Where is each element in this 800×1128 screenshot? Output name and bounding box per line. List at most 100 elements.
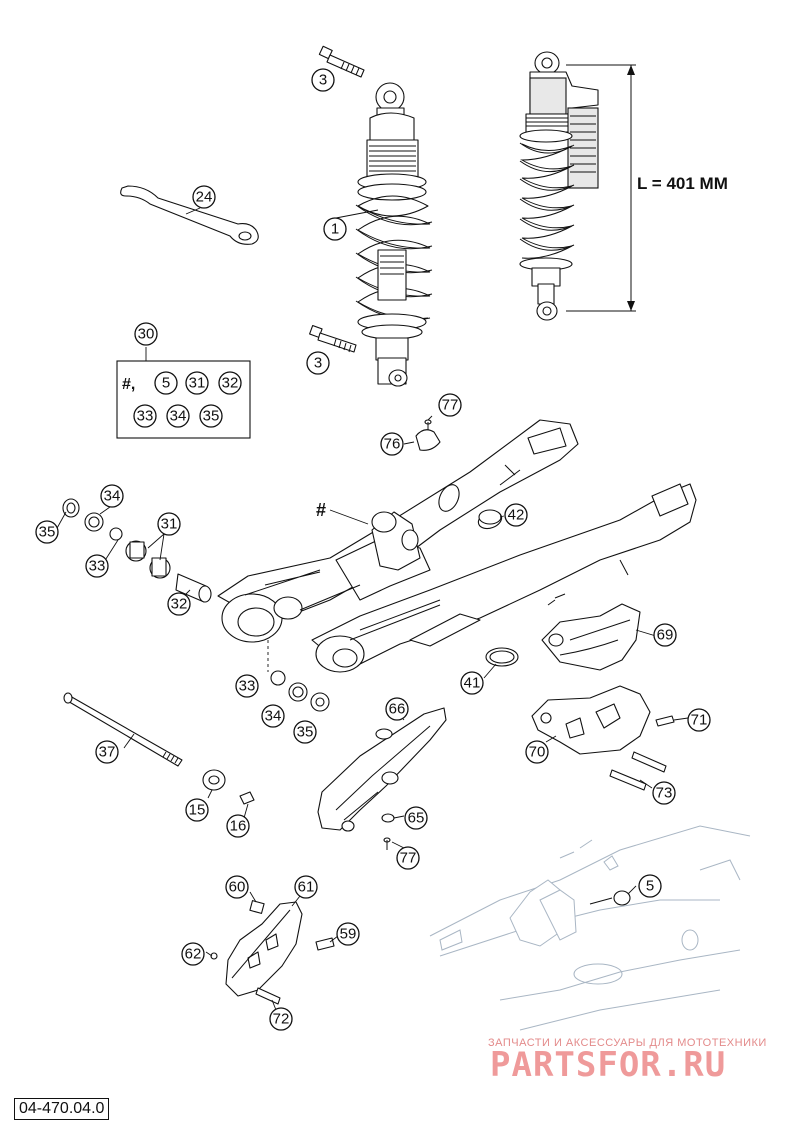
svg-text:60: 60 xyxy=(229,879,246,896)
callout-32: 32 xyxy=(167,592,191,616)
kit-item-31: 31 xyxy=(185,371,209,395)
callout-71: 71 xyxy=(687,708,711,732)
callout-30: 30 xyxy=(134,322,158,346)
svg-text:77: 77 xyxy=(442,397,459,414)
svg-text:24: 24 xyxy=(196,189,213,206)
chain-guide-61 xyxy=(210,900,335,1005)
callout-76: 76 xyxy=(380,432,404,456)
shock-absorber xyxy=(309,45,433,387)
callout-35-left: 35 xyxy=(35,520,59,544)
svg-text:42: 42 xyxy=(508,507,525,524)
callout-34-top: 34 xyxy=(100,484,124,508)
callout-66: 66 xyxy=(385,697,409,721)
watermark-tagline: ЗАПЧАСТИ И АКСЕССУАРЫ ДЛЯ МОТОТЕХНИКИ xyxy=(488,1037,767,1049)
svg-text:15: 15 xyxy=(189,802,206,819)
svg-text:16: 16 xyxy=(230,818,247,835)
svg-text:5: 5 xyxy=(162,375,170,392)
bolts-71-73 xyxy=(609,715,675,791)
kit-item-32: 32 xyxy=(218,371,242,395)
svg-text:3: 3 xyxy=(319,72,327,89)
svg-text:59: 59 xyxy=(340,926,357,943)
callout-15: 15 xyxy=(185,798,209,822)
kit-item-5: 5 xyxy=(154,371,178,395)
kit-item-34: 34 xyxy=(166,404,190,428)
callout-77-top: 77 xyxy=(438,393,462,417)
callout-73: 73 xyxy=(652,781,676,805)
callout-35-mid: 35 xyxy=(293,720,317,744)
swingarm-axle-37 xyxy=(63,692,183,767)
ring-42 xyxy=(478,509,502,525)
chain-guide-69 xyxy=(541,603,641,671)
svg-text:65: 65 xyxy=(408,810,425,827)
length-dimension-label: L = 401 MM xyxy=(637,174,728,193)
callout-24: 24 xyxy=(192,185,216,209)
svg-text:35: 35 xyxy=(39,524,56,541)
svg-text:34: 34 xyxy=(104,488,121,505)
callout-62: 62 xyxy=(181,942,205,966)
callout-34-mid: 34 xyxy=(261,704,285,728)
svg-text:33: 33 xyxy=(239,678,256,695)
svg-text:33: 33 xyxy=(89,558,106,575)
svg-text:72: 72 xyxy=(273,1011,290,1028)
svg-text:34: 34 xyxy=(170,408,187,425)
callout-42: 42 xyxy=(504,503,528,527)
watermark: ЗАПЧАСТИ И АКСЕССУАРЫ ДЛЯ МОТОТЕХНИКИ PA… xyxy=(488,1037,767,1085)
svg-text:77: 77 xyxy=(400,850,417,867)
svg-text:62: 62 xyxy=(185,946,202,963)
callout-3-bottom: 3 xyxy=(306,351,330,375)
watermark-logo: PARTSFOR.RU xyxy=(490,1045,726,1085)
svg-text:66: 66 xyxy=(389,701,406,718)
svg-text:35: 35 xyxy=(297,724,314,741)
top-bolt xyxy=(318,45,365,78)
callout-59: 59 xyxy=(336,922,360,946)
callout-33-left: 33 xyxy=(85,554,109,578)
kit-prefix: #, xyxy=(122,376,135,393)
callout-60: 60 xyxy=(225,875,249,899)
callout-3-top: 3 xyxy=(311,68,335,92)
swingarm xyxy=(217,419,697,673)
chain-slider-66 xyxy=(317,707,447,832)
chain-guide-70 xyxy=(531,685,651,755)
callout-33-mid: 33 xyxy=(235,674,259,698)
svg-text:61: 61 xyxy=(298,879,315,896)
callout-37: 37 xyxy=(95,740,119,764)
svg-text:1: 1 xyxy=(331,221,339,238)
diagram-reference-code: 04-470.04.0 xyxy=(14,1098,110,1120)
svg-text:69: 69 xyxy=(657,627,674,644)
svg-text:31: 31 xyxy=(161,516,178,533)
svg-text:35: 35 xyxy=(203,408,220,425)
detail-view-ghost xyxy=(429,825,751,1031)
svg-text:37: 37 xyxy=(99,744,116,761)
shock-assembled-view: L = 401 MM xyxy=(519,51,728,321)
callout-1: 1 xyxy=(323,217,347,241)
svg-text:73: 73 xyxy=(656,785,673,802)
svg-text:41: 41 xyxy=(464,675,481,692)
svg-text:71: 71 xyxy=(691,712,708,729)
callout-61: 61 xyxy=(294,875,318,899)
svg-text:30: 30 xyxy=(138,326,155,343)
svg-text:3: 3 xyxy=(314,355,322,372)
svg-text:32: 32 xyxy=(171,596,188,613)
chain-guide-clamp-76 xyxy=(415,419,441,451)
hook-spanner-wrench xyxy=(120,185,259,245)
callout-65: 65 xyxy=(404,806,428,830)
svg-text:34: 34 xyxy=(265,708,282,725)
kit-item-35: 35 xyxy=(199,404,223,428)
callout-41: 41 xyxy=(460,671,484,695)
cap-16 xyxy=(239,791,255,805)
pivot-bearings xyxy=(62,498,212,603)
callout-77-bottom: 77 xyxy=(396,846,420,870)
kit-item-33: 33 xyxy=(133,404,157,428)
bottom-bolt xyxy=(309,324,357,353)
callout-5: 5 xyxy=(638,874,662,898)
svg-text:70: 70 xyxy=(529,744,546,761)
right-washers xyxy=(267,640,330,712)
callout-72: 72 xyxy=(269,1007,293,1031)
svg-text:5: 5 xyxy=(646,878,654,895)
callout-70: 70 xyxy=(525,740,549,764)
svg-text:76: 76 xyxy=(384,436,401,453)
hash-marker: # xyxy=(316,500,326,520)
callout-16: 16 xyxy=(226,814,250,838)
svg-text:33: 33 xyxy=(137,408,154,425)
